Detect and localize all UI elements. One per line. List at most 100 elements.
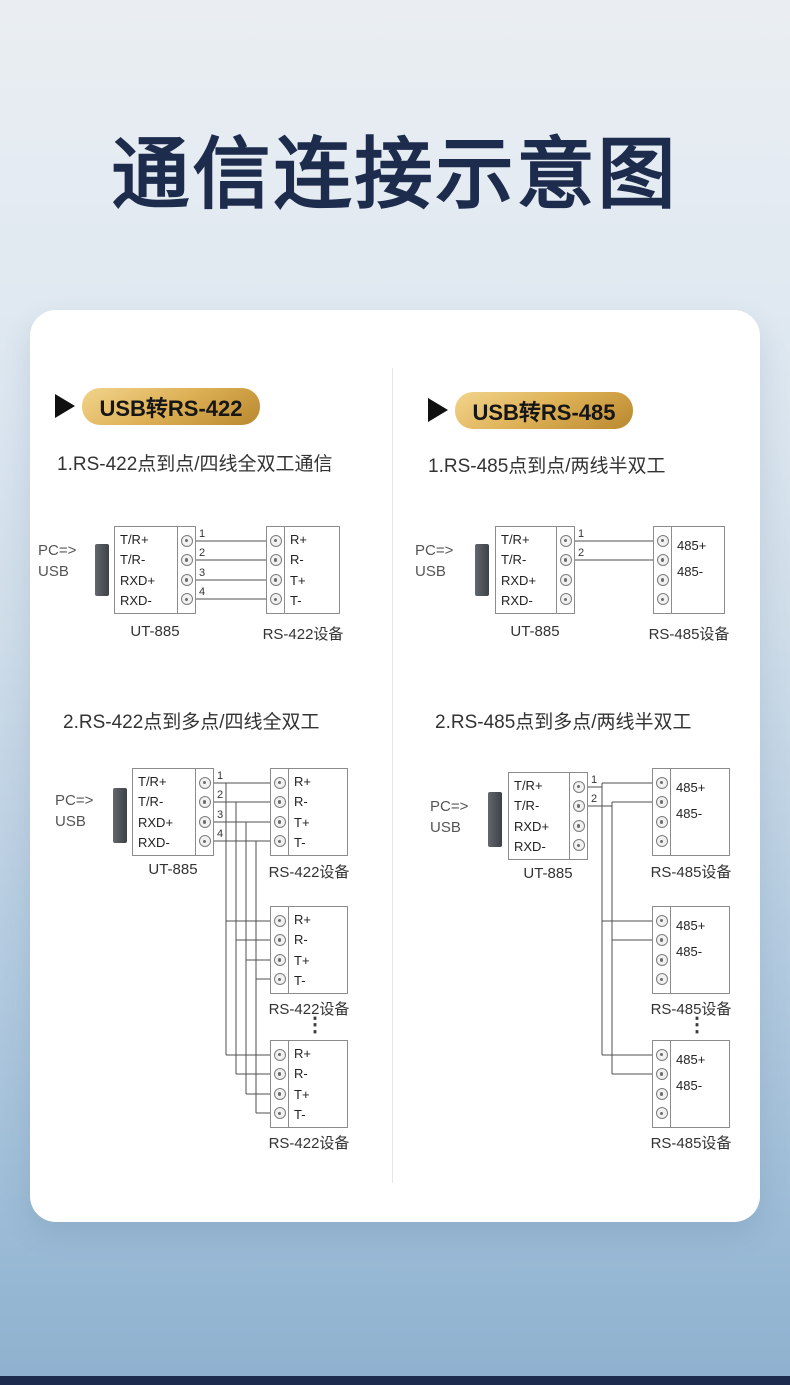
terminal-label: T- [290,592,302,608]
pc-label-line1: PC=> [38,542,77,559]
screw-icon [655,1107,668,1120]
screw-icon [273,1048,286,1061]
pin-number: 1 [578,528,585,540]
terminal-label: RXD+ [514,818,550,834]
terminal-label: T/R- [138,794,164,810]
diagram-rs422-point-to-point: PC=> USB T/R+ T/R- RXD+ RXD- 1 2 3 4 R+ … [38,520,358,650]
adapter-name-label: UT-885 [510,623,560,640]
terminal-label: R+ [294,1046,311,1062]
content-card [30,310,760,1222]
terminal-strip [556,527,574,613]
terminal-label: R- [294,1066,308,1082]
screw-icon [198,796,211,809]
usb-plug-icon [95,544,109,596]
adapter-name-label: UT-885 [148,861,198,878]
device-name-label: RS-422设备 [268,864,350,881]
device-name-label: RS-422设备 [268,1135,350,1152]
terminal-label: RXD- [514,838,546,854]
pc-usb-label: PC=> USB [415,540,453,582]
screw-icon [655,835,668,848]
terminal-label: 485- [676,944,703,960]
diagram-rs485-multidrop: PC=> USB T/R+ T/R- RXD+ RXD- 1 2 485+ 48… [430,758,760,1158]
device-box: 485+ 485- [652,906,730,994]
diagram-rs485-point-to-point: PC=> USB T/R+ T/R- RXD+ RXD- 1 2 485+ 48… [415,520,745,650]
screw-icon [180,593,193,606]
badge-usb-rs485: USB转RS-485 [455,392,633,429]
terminal-strip [653,1041,671,1127]
screw-icon [559,593,572,606]
terminal-strip [195,769,213,855]
terminal-label: 485+ [676,918,706,934]
terminal-label: RXD+ [501,572,537,588]
wiring-svg [196,540,266,600]
diagram-rs422-multidrop: PC=> USB T/R+ T/R- RXD+ RXD- 1 2 3 4 R+ … [55,758,375,1158]
screw-icon [655,914,668,927]
terminal-strip [653,907,671,993]
column-divider [392,368,393,1183]
screw-icon [180,554,193,567]
screw-icon [273,776,286,789]
terminal-label: 485+ [676,1052,706,1068]
terminal-label: RXD+ [138,814,174,830]
screw-icon [273,914,286,927]
device-terminal-labels: 485+ 485- [672,527,724,613]
device-name-label: RS-485设备 [648,626,730,643]
screw-icon [180,573,193,586]
device-name-label: RS-485设备 [650,1135,732,1152]
pin-number: 3 [217,809,224,821]
screw-icon [273,1107,286,1120]
screw-icon [269,534,282,547]
terminal-label: T+ [294,952,310,968]
pc-label-line2: USB [55,813,86,830]
device-name-label: RS-485设备 [650,864,732,881]
terminal-label: T- [294,1106,306,1122]
terminal-label: R+ [294,774,311,790]
terminal-strip [569,773,587,859]
device-terminal-labels: R+ R- T+ T- [289,1041,347,1127]
device-box: R+ R- T+ T- [270,768,348,856]
screw-icon [273,1087,286,1100]
terminal-label: T+ [294,814,310,830]
screw-icon [655,1087,668,1100]
arrow-bullet-icon [428,398,448,422]
screw-icon [559,573,572,586]
screw-icon [198,835,211,848]
usb-plug-icon [475,544,489,596]
screw-icon [572,839,585,852]
terminal-strip [653,769,671,855]
terminal-label: RXD- [138,834,170,850]
pc-usb-label: PC=> USB [38,540,76,582]
screw-icon [198,815,211,828]
device-name-label: RS-422设备 [262,626,344,643]
adapter-terminal-labels: T/R+ T/R- RXD+ RXD- [509,773,569,859]
screw-icon [273,796,286,809]
device-name-label: RS-422设备 [268,1001,350,1018]
terminal-label: T- [294,972,306,988]
adapter-name-label: UT-885 [130,623,180,640]
terminal-label: T/R- [514,798,540,814]
pc-label-line2: USB [415,563,446,580]
screw-icon [655,1048,668,1061]
terminal-label: RXD- [501,592,533,608]
screw-icon [656,573,669,586]
pc-label-line1: PC=> [430,798,469,815]
device-terminal-labels: 485+ 485- [671,1041,729,1127]
pc-label-line2: USB [430,819,461,836]
screw-icon [559,534,572,547]
adapter-box: T/R+ T/R- RXD+ RXD- [508,772,588,860]
screw-icon [655,934,668,947]
wiring-svg [575,540,653,561]
terminal-label: T/R+ [501,532,530,548]
device-box: R+ R- T+ T- [266,526,340,614]
adapter-box: T/R+ T/R- RXD+ RXD- [495,526,575,614]
heading-rs422-multidrop: 2.RS-422点到多点/四线全双工 [63,712,320,733]
pin-number: 4 [217,828,224,840]
terminal-label: 485+ [676,780,706,796]
pin-number: 2 [578,547,585,559]
terminal-label: 485- [676,1078,703,1094]
pin-number: 1 [217,770,224,782]
adapter-terminal-labels: T/R+ T/R- RXD+ RXD- [133,769,195,855]
adapter-box: T/R+ T/R- RXD+ RXD- [132,768,214,856]
wiring-svg [588,782,652,1075]
terminal-strip [271,1041,289,1127]
